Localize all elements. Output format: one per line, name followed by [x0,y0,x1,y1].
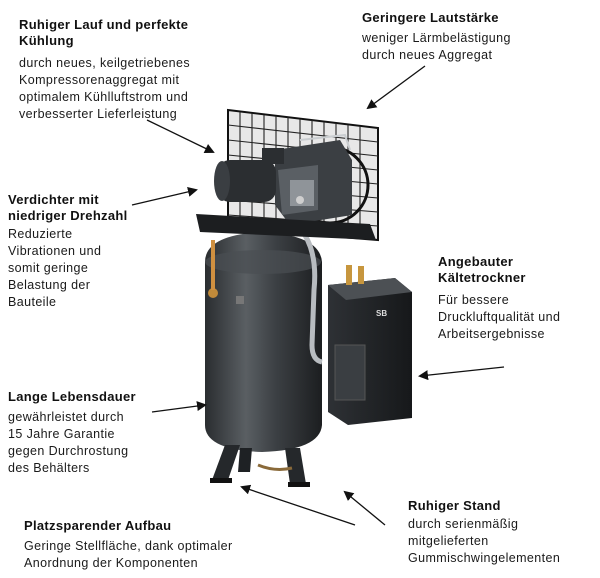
callout-lifetime-line: des Behälters [8,461,90,475]
callout-quiet-run: Ruhiger Lauf und perfekte Kühlung durch … [19,17,249,123]
tank-feet [210,445,310,487]
arrow-low-noise [366,65,426,110]
callout-quiet-run-line: optimalem Kühlluftstrom und [19,90,189,104]
callout-compact-line: Anordnung der Komponenten [24,556,199,570]
callout-low-speed-line: somit geringe [8,261,89,275]
callout-low-speed-line: Bauteile [8,295,57,309]
callout-quiet-run-title-1: Ruhiger Lauf und perfekte [19,17,189,32]
compressor-block [275,133,352,225]
air-tank [205,232,322,452]
base-plate [196,214,376,240]
callout-stand-title: Ruhiger Stand [408,498,501,513]
arrow-quiet-run [146,119,215,154]
callout-lifetime-line: 15 Jahre Garantie [8,427,115,441]
callout-lifetime: Lange Lebensdauer gewährleistet durch 15… [8,389,188,477]
callout-dryer: Angebauter Kältetrockner Für bessere Dru… [438,254,598,343]
callout-low-speed-line: Belastung der [8,278,91,292]
arrow-stand [343,490,386,526]
callout-low-speed-title-1: Verdichter mit [8,192,99,207]
callout-low-noise-line: durch neues Aggregat [362,48,493,62]
callout-lifetime-line: gegen Durchrostung [8,444,129,458]
callout-dryer-title-2: Kältetrockner [438,270,526,285]
refrigerated-dryer: SB [328,265,412,425]
callout-low-noise-line: weniger Lärmbelästigung [362,31,511,45]
arrow-dryer [418,366,505,381]
tank-fittings [208,240,244,304]
callout-dryer-line: Druckluftqualität und [438,310,561,324]
callout-stand: Ruhiger Stand durch serienmäßig mitgelie… [408,498,598,567]
callout-arrows [131,65,505,526]
callout-quiet-run-line: Kompressorenaggregat mit [19,73,180,87]
callout-dryer-title-1: Angebauter [438,254,514,269]
arrow-low-speed [131,186,198,206]
callout-low-noise-title: Geringere Lautstärke [362,10,499,25]
arrow-compact [240,484,356,526]
electric-motor [214,148,284,202]
callout-quiet-run-line: verbesserter Lieferleistung [19,107,178,121]
dryer-logo: SB [376,309,387,318]
callout-dryer-line: Für bessere [438,293,510,307]
callout-stand-line: Gummischwingelementen [408,551,561,565]
discharge-pipe [298,226,323,365]
callout-dryer-line: Arbeitsergebnisse [438,327,545,341]
callout-low-speed-title-2: niedriger Drehzahl [8,208,128,223]
callout-quiet-run-line: durch neues, keilgetriebenes [19,56,191,70]
callout-stand-line: mitgelieferten [408,534,489,548]
callout-low-speed-line: Vibrationen und [8,244,102,258]
arrow-lifetime [151,401,207,413]
callout-lifetime-title: Lange Lebensdauer [8,389,136,404]
callout-compact-title: Platzsparender Aufbau [24,518,172,533]
callout-compact-line: Geringe Stellfläche, dank optimaler [24,539,233,553]
callout-low-speed: Verdichter mit niedriger Drehzahl Reduzi… [8,192,188,311]
callout-compact: Platzsparender Aufbau Geringe Stellfläch… [24,518,324,572]
callout-quiet-run-title-2: Kühlung [19,33,74,48]
callout-stand-line: durch serienmäßig [408,517,519,531]
callout-low-speed-line: Reduzierte [8,227,73,241]
callout-low-noise: Geringere Lautstärke weniger Lärmbelästi… [362,10,582,64]
callout-lifetime-line: gewährleistet durch [8,410,124,424]
